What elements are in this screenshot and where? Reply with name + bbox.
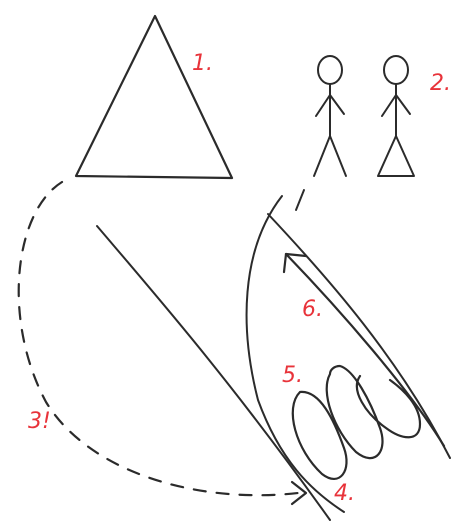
stick-figure-left: [314, 56, 346, 176]
marker-1: 1.: [192, 51, 213, 76]
triangle-shape: [76, 16, 232, 178]
zigzag-loops: [293, 366, 420, 479]
marker-6: 6.: [302, 297, 323, 322]
marker-3: 3!: [28, 409, 51, 434]
track-lines: [97, 190, 450, 520]
marker-2: 2.: [430, 71, 451, 96]
marker-5: 5.: [282, 363, 303, 388]
stick-figure-right: [378, 56, 414, 176]
marker-4: 4.: [334, 481, 355, 506]
